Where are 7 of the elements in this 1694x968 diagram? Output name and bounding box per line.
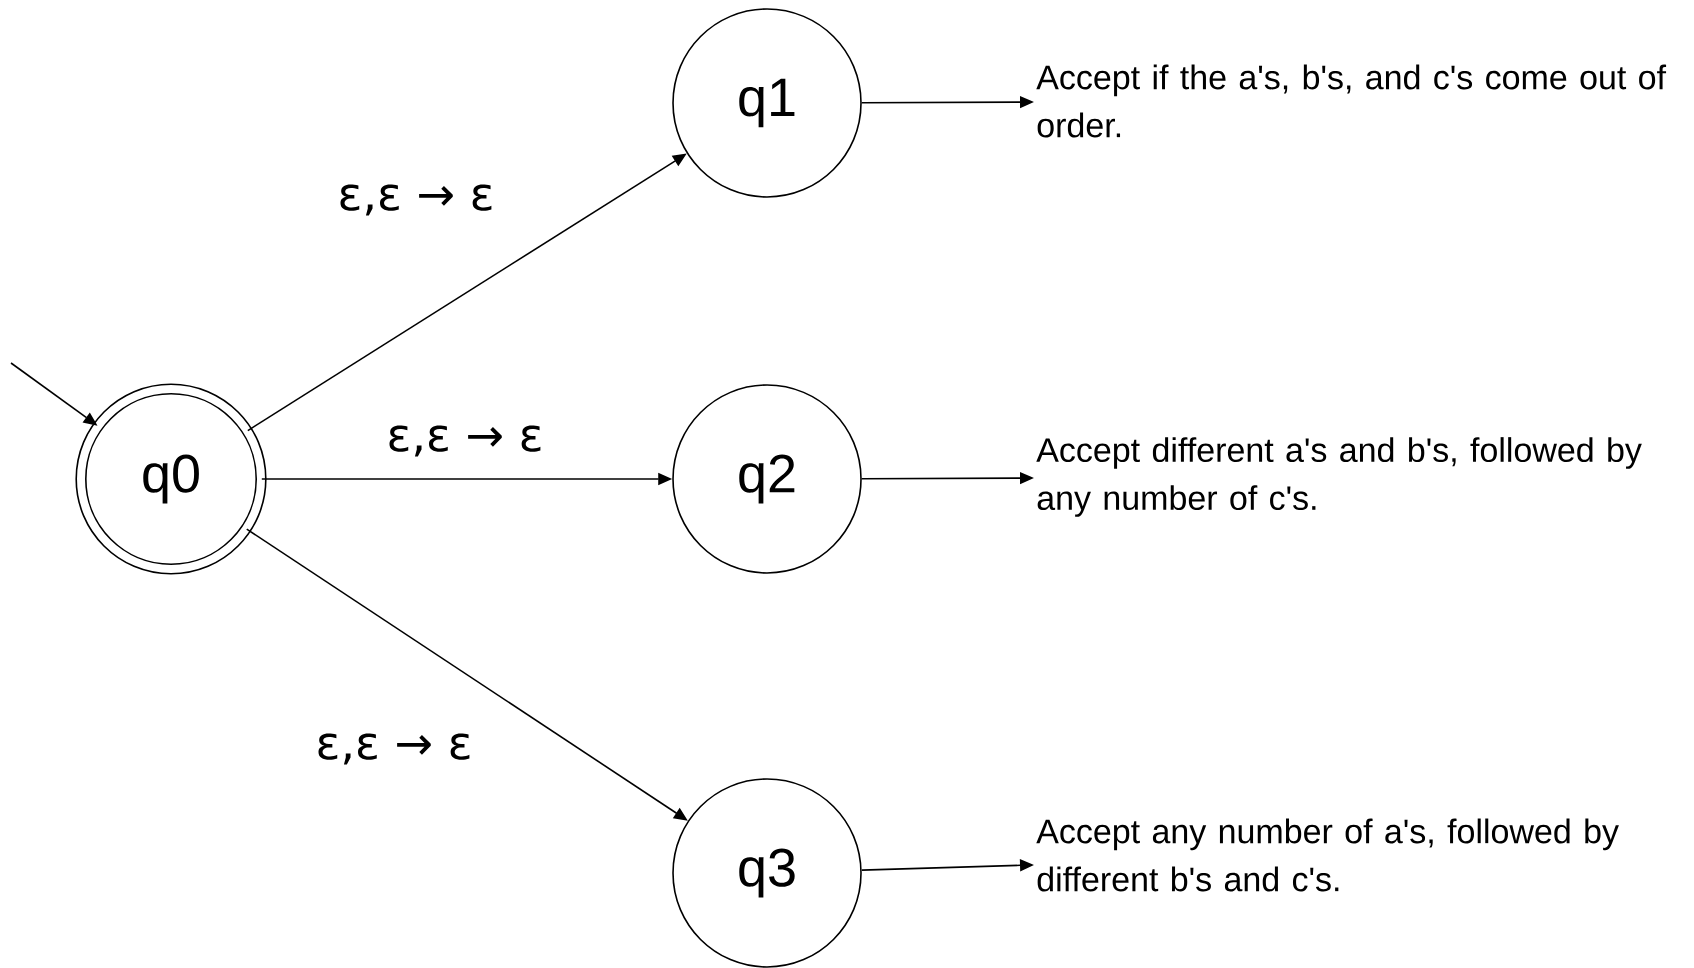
description-text: Accept different a's and b's, followed by any number of c's.	[1036, 437, 1642, 517]
edge-label: ε,ε → ε	[313, 731, 475, 767]
edge-label: ε,ε → ε	[335, 182, 497, 218]
description-text: Accept any number of a's, followed by different b's and c's.	[1036, 818, 1619, 892]
edge-label: ε,ε → ε	[384, 423, 546, 459]
arrow	[245, 528, 688, 821]
description-text: Accept if the a's, b's, and c's come out of order.	[1036, 64, 1667, 138]
